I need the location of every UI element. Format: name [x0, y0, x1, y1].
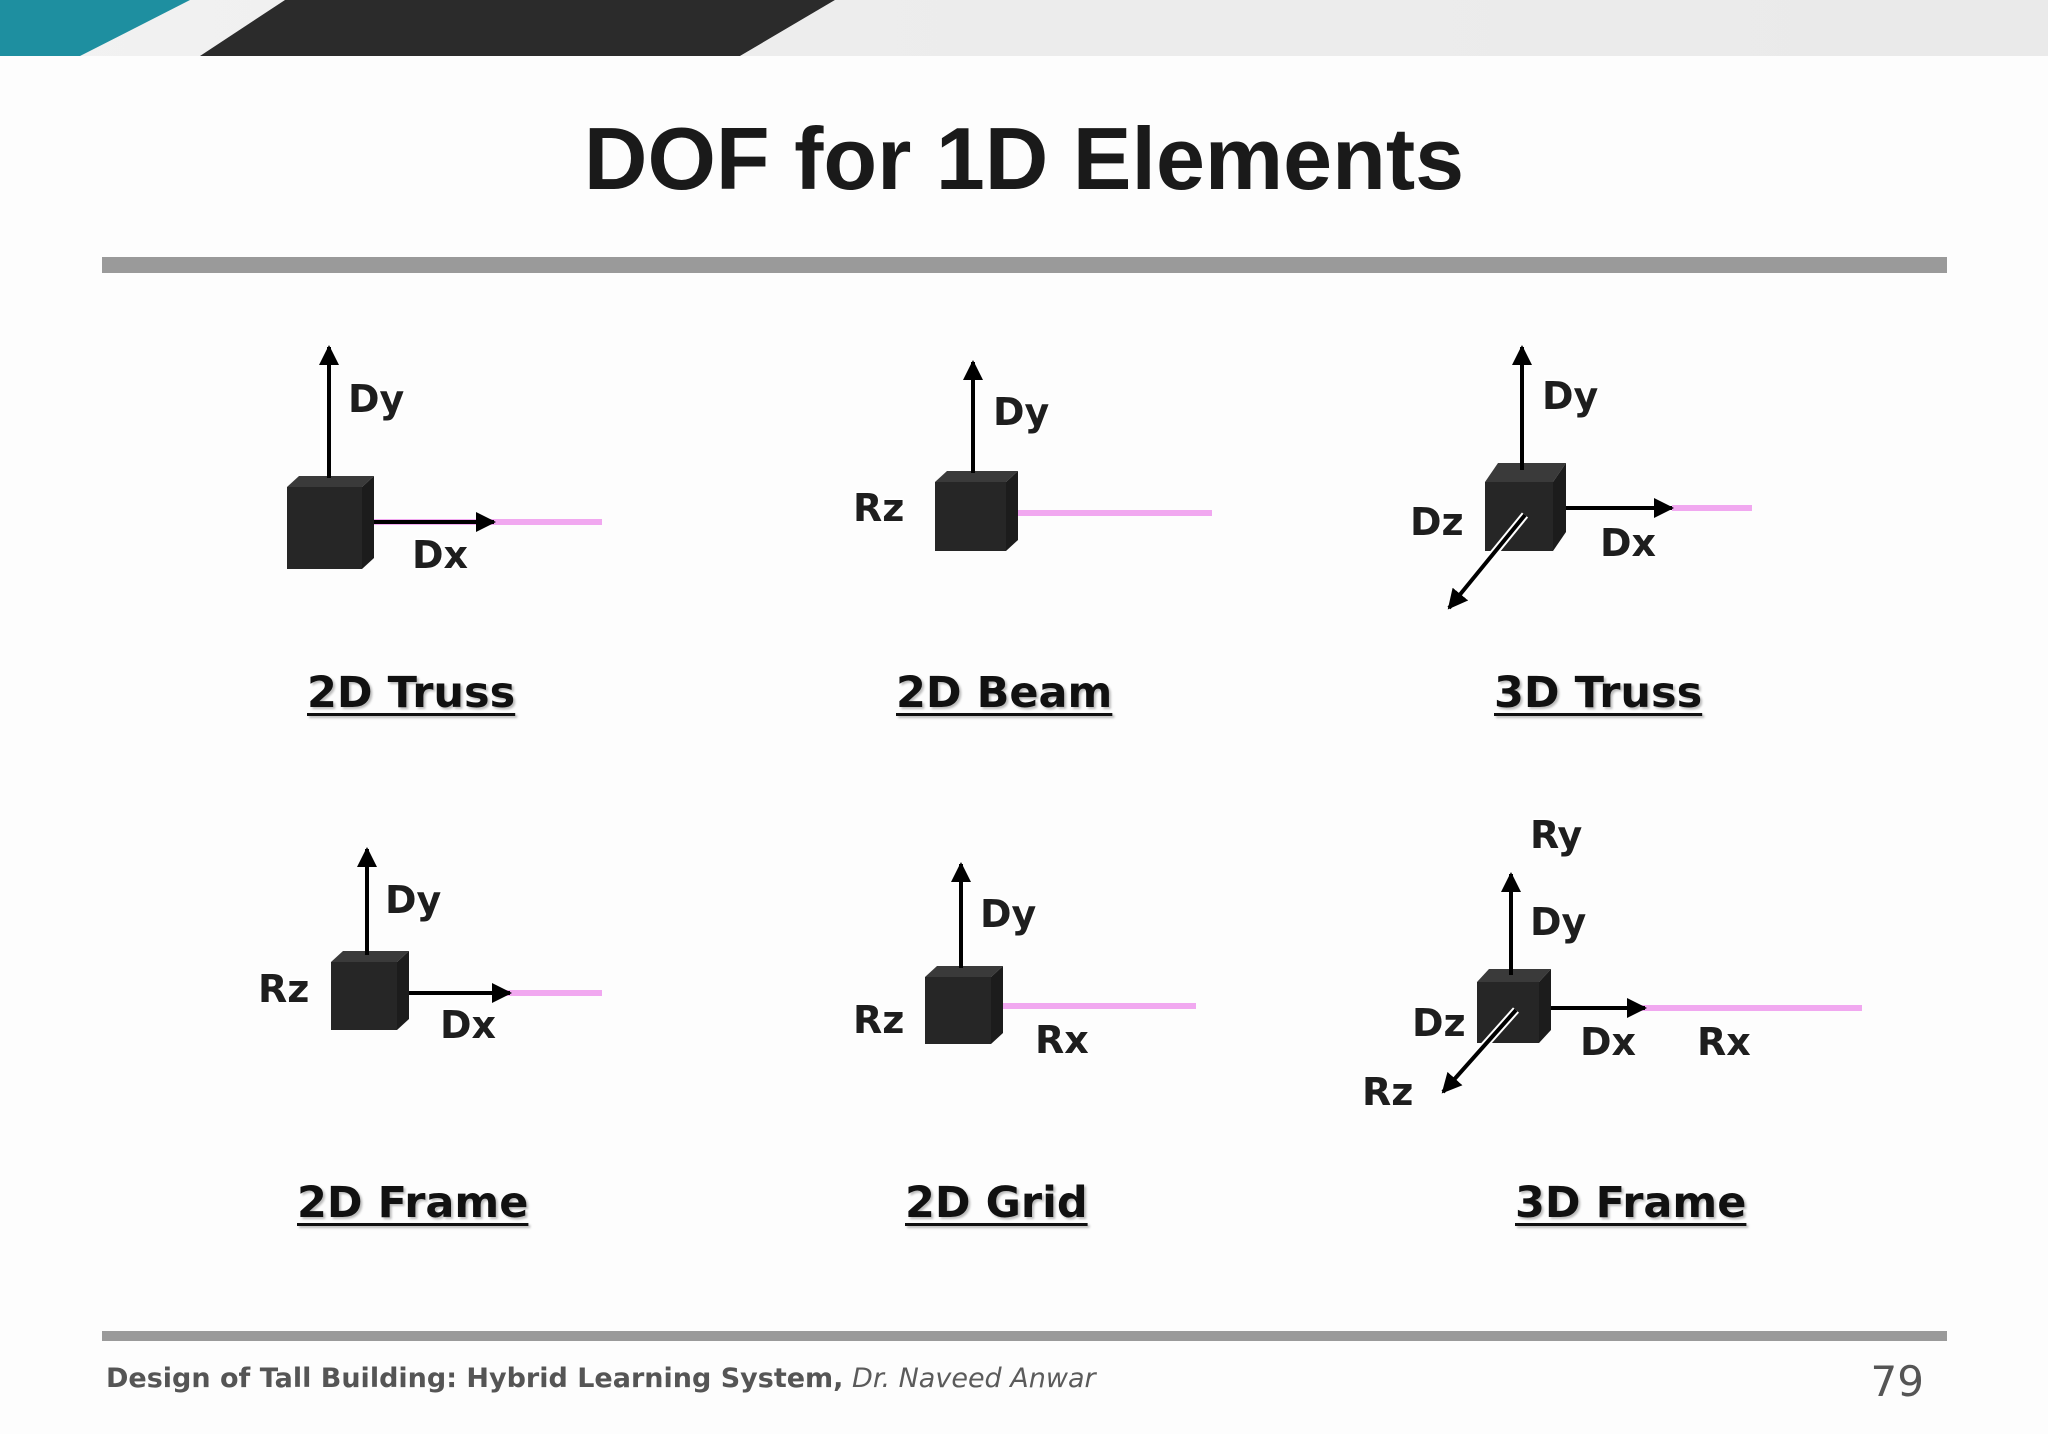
diagram-2d-beam: Dy Rz: [852, 360, 1212, 551]
footer-author: Dr. Naveed Anwar: [852, 1363, 1096, 1394]
caption-2d-truss: 2D Truss: [307, 668, 516, 718]
caption-3d-frame: 3D Frame: [1515, 1178, 1747, 1228]
dx-label: Dx: [412, 533, 468, 577]
banner-teal-accent: [0, 0, 190, 56]
rz-label: Rz: [258, 967, 309, 1011]
dy-label: Dy: [348, 377, 405, 421]
dx-label: Dx: [1600, 521, 1656, 565]
dy-label: Dy: [993, 390, 1050, 434]
dz-arrow: [1447, 513, 1527, 610]
diagram-2d-grid: Dy Rz Rx: [852, 862, 1196, 1064]
dy-label: Dy: [1530, 900, 1587, 944]
node-cube: [1485, 463, 1566, 551]
footer-course: Design of Tall Building: Hybrid Learning…: [106, 1363, 844, 1394]
rz-label: Rz: [853, 486, 904, 530]
dz-arrow: [1441, 1008, 1518, 1094]
banner-dark-band: [200, 0, 835, 56]
caption-3d-truss: 3D Truss: [1494, 668, 1703, 718]
dx-label: Dx: [440, 1003, 496, 1047]
dz-label: Dz: [1410, 500, 1464, 544]
dy-label: Dy: [385, 878, 442, 922]
node-cube: [935, 471, 1018, 551]
node-cube: [287, 476, 374, 569]
rx-label: Rx: [1035, 1018, 1089, 1062]
node-cube: [331, 951, 409, 1030]
node-cube: [1477, 969, 1551, 1043]
diagram-3d-frame: Ry Dy Dz Dx Rx Rz: [1361, 812, 1862, 1116]
footer-text: Design of Tall Building: Hybrid Learning…: [106, 1363, 1096, 1394]
footer-divider: [102, 1331, 1947, 1341]
ry-label: Ry: [1530, 813, 1583, 857]
diagram-2d-frame: Dy Rz Dx: [257, 847, 602, 1049]
header-banner: [0, 0, 2048, 56]
page-title: DOF for 1D Elements: [583, 109, 1465, 208]
rz-label: Rz: [853, 998, 904, 1042]
dz-label: Dz: [1412, 1001, 1466, 1045]
caption-2d-grid: 2D Grid: [905, 1178, 1088, 1228]
node-cube: [925, 966, 1003, 1044]
dy-label: Dy: [980, 892, 1037, 936]
diagram-3d-truss: Dy Dz Dx: [1409, 345, 1752, 611]
title-divider: [102, 257, 1947, 273]
banner-light-band: [740, 0, 2048, 56]
diagram-2d-truss: Dy Dx: [287, 345, 602, 579]
rx-label: Rx: [1697, 1020, 1751, 1064]
dx-label: Dx: [1580, 1020, 1636, 1064]
caption-2d-beam: 2D Beam: [896, 668, 1113, 718]
caption-2d-frame: 2D Frame: [297, 1178, 529, 1228]
page-number: 79: [1870, 1357, 1924, 1406]
dy-label: Dy: [1542, 374, 1599, 418]
rz-label: Rz: [1362, 1070, 1413, 1114]
